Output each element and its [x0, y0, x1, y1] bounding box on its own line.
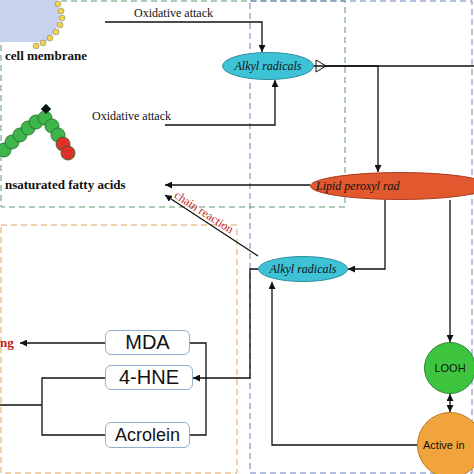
lipid-head: [59, 15, 65, 21]
bracket-line: [0, 378, 105, 435]
flow-arrow: [348, 200, 385, 269]
node-label: nsaturated fatty acids: [5, 177, 126, 193]
note-label: ng: [0, 335, 14, 351]
lipid-head: [47, 35, 53, 41]
shape-fill: [418, 413, 474, 474]
node-label: Alkyl radicals: [235, 59, 302, 74]
lipid-head: [53, 29, 59, 35]
connector-line: [20, 342, 105, 343]
node-label: Alkyl radicals: [270, 262, 337, 277]
fatty-acid-chain: [0, 104, 75, 160]
oxygen-atom: [61, 146, 75, 160]
shape-fill: [259, 257, 348, 282]
product-box: 4-HNE: [105, 365, 193, 390]
flow-arrow: [272, 282, 417, 445]
shape-fill: [425, 343, 474, 394]
product-box: MDA: [105, 330, 190, 355]
flow-arrow: [449, 394, 450, 412]
product-circle: LOOH: [424, 342, 474, 394]
lipid-head: [55, 1, 61, 7]
cell-membrane-body: [0, 0, 59, 42]
edge-label: chain reaction: [171, 188, 236, 237]
open-arrow-head: [316, 60, 326, 72]
membrane-bilayer: [33, 1, 65, 49]
shape-fill: [223, 53, 314, 80]
radical-ellipse: Lipid peroxyl rad: [310, 172, 474, 200]
illustration-label: cell membrane: [0, 0, 105, 66]
group-frame: [1, 1, 345, 207]
node-label: cell membrane: [5, 48, 87, 64]
edge-label: Oxidative attack: [92, 109, 171, 124]
flow-arrow: [105, 22, 262, 52]
node-label: 4-HNE: [119, 366, 179, 389]
flow-arrow: [449, 200, 450, 342]
bracket-line: [190, 343, 206, 435]
product-box: Acrolein: [105, 422, 190, 448]
node-label: Lipid peroxyl rad: [316, 179, 400, 194]
shape-fill: [311, 173, 474, 200]
lipid-head: [40, 40, 46, 46]
radical-ellipse: Alkyl radicals: [258, 256, 348, 282]
lipid-head: [58, 8, 64, 14]
node-label: Active in: [423, 439, 465, 451]
node-label: Acrolein: [115, 425, 180, 446]
flow-arrow: [165, 80, 275, 125]
group-frame: [1, 225, 237, 473]
double-bond-mark: [41, 104, 51, 114]
flow-arrow: [193, 269, 258, 378]
lipid-head: [57, 22, 63, 28]
flow-arrow: [165, 184, 310, 185]
node-label: LOOH: [434, 362, 465, 374]
intermediate-circle: Active in: [417, 412, 474, 474]
node-label: MDA: [125, 331, 169, 354]
radical-ellipse: Alkyl radicals: [222, 52, 314, 80]
connector-line: [318, 65, 474, 66]
flow-arrow: [314, 66, 378, 172]
edge-label: Oxidative attack: [134, 6, 213, 21]
